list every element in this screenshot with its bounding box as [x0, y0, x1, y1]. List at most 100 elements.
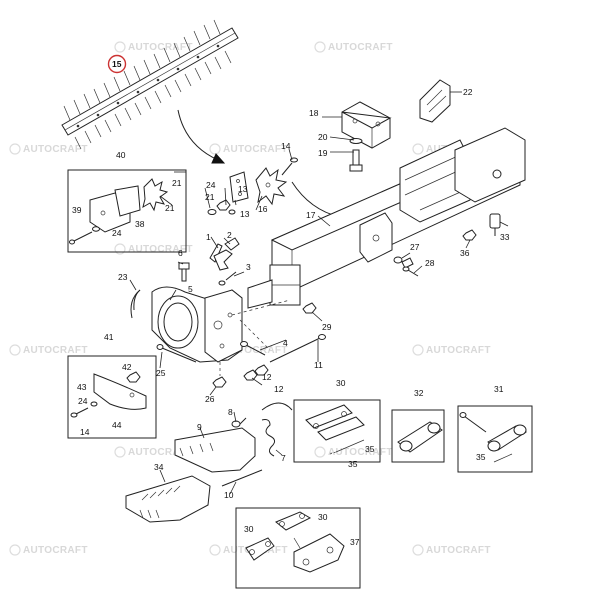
callout-30-box37a[interactable]: 30 [244, 524, 254, 534]
nut-42[interactable] [126, 371, 141, 383]
callout-35-box31[interactable]: 35 [476, 452, 486, 462]
chain-link-31[interactable] [487, 424, 527, 452]
callout-16[interactable]: 16 [258, 204, 268, 214]
nut-12b[interactable] [254, 364, 269, 376]
callout-29[interactable]: 29 [322, 322, 332, 332]
callout-12b[interactable]: 12 [274, 384, 284, 394]
guard-plate-44[interactable] [93, 373, 147, 410]
callout-4[interactable]: 4 [283, 338, 288, 348]
callout-13-small[interactable]: 13 [238, 184, 248, 194]
ring-23[interactable] [130, 289, 141, 319]
callout-5[interactable]: 5 [188, 284, 193, 294]
callout-21-side[interactable]: 21 [165, 203, 175, 213]
nut-29[interactable] [302, 302, 317, 314]
callout-35-box30[interactable]: 35 [348, 459, 358, 469]
cutter-bar-assembly[interactable] [61, 19, 239, 150]
callout-33[interactable]: 33 [500, 232, 510, 242]
bolt-11[interactable] [269, 334, 326, 363]
callout-44[interactable]: 44 [112, 420, 122, 430]
upper-bracket-18[interactable] [341, 101, 392, 149]
callout-20[interactable]: 20 [318, 132, 328, 142]
bolt-25[interactable] [156, 344, 197, 363]
lever-2[interactable] [224, 237, 240, 251]
chain-link-30[interactable] [305, 404, 365, 441]
callout-9[interactable]: 9 [197, 422, 202, 432]
callout-43[interactable]: 43 [77, 382, 87, 392]
pin-3[interactable] [218, 271, 237, 286]
callout-27[interactable]: 27 [410, 242, 420, 252]
bolt-8[interactable] [231, 417, 247, 428]
callout-34[interactable]: 34 [154, 462, 164, 472]
cotter-35b[interactable] [493, 453, 513, 463]
callout-11[interactable]: 11 [314, 360, 323, 370]
rod-10[interactable] [221, 469, 263, 487]
bracket-22[interactable] [419, 79, 451, 123]
callout-18[interactable]: 18 [309, 108, 319, 118]
callout-17[interactable]: 17 [306, 210, 316, 220]
callout-39[interactable]: 39 [72, 205, 82, 215]
callout-21-box[interactable]: 21 [172, 178, 182, 188]
callout-35-box30-right[interactable]: 35 [365, 444, 375, 454]
callout-25[interactable]: 25 [156, 368, 166, 378]
callout-21-top[interactable]: 21 [205, 192, 215, 202]
callout-12a[interactable]: 12 [262, 372, 272, 382]
bolt-4[interactable] [240, 341, 266, 356]
guard-13[interactable] [229, 171, 249, 203]
callout-26[interactable]: 26 [205, 394, 215, 404]
callout-37[interactable]: 37 [350, 537, 360, 547]
washer-24-top[interactable] [207, 209, 217, 215]
callout-10[interactable]: 10 [224, 490, 234, 500]
chain-link-30b[interactable] [275, 511, 312, 531]
nut-26[interactable] [212, 376, 227, 388]
callout-38[interactable]: 38 [135, 219, 145, 229]
knife-section-16[interactable] [255, 167, 288, 206]
cotter-pin-35[interactable] [329, 439, 365, 455]
washer-20[interactable] [349, 138, 363, 144]
connector-link-32[interactable] [397, 421, 443, 453]
washer-24-box[interactable] [92, 226, 100, 232]
callout-14-top[interactable]: 14 [281, 141, 291, 151]
bolt-19[interactable] [349, 149, 363, 172]
skid-shoe-34[interactable] [125, 475, 211, 523]
bolt-28[interactable] [402, 266, 419, 277]
callout-24-box41[interactable]: 24 [78, 396, 88, 406]
callout-22[interactable]: 22 [463, 87, 473, 97]
callout-7[interactable]: 7 [281, 453, 286, 463]
callout-23[interactable]: 23 [118, 272, 128, 282]
chain-link-30c[interactable] [245, 537, 275, 561]
skid-shoe-9[interactable] [174, 427, 256, 473]
main-frame-17[interactable] [247, 127, 526, 309]
nut-36[interactable] [462, 229, 477, 241]
callout-24-top[interactable]: 24 [206, 180, 216, 190]
mount-housing-5[interactable] [151, 286, 243, 363]
callout-42[interactable]: 42 [122, 362, 132, 372]
callout-31[interactable]: 31 [494, 384, 504, 394]
nut-21-top[interactable] [216, 199, 231, 211]
callout-30-box[interactable]: 30 [336, 378, 346, 388]
callout-19[interactable]: 19 [318, 148, 328, 158]
callout-15[interactable]: 15 [112, 59, 122, 69]
bolt-14-top[interactable] [281, 157, 298, 176]
drive-link-37[interactable] [293, 533, 345, 573]
washer-43[interactable] [90, 401, 98, 407]
callout-13[interactable]: 13 [240, 209, 250, 219]
bolt-6[interactable] [178, 262, 190, 282]
bolt-39[interactable] [69, 231, 93, 245]
nut-12a[interactable] [243, 369, 258, 381]
callout-40[interactable]: 40 [116, 150, 126, 160]
callout-14-box[interactable]: 14 [80, 427, 90, 437]
callout-30-box37b[interactable]: 30 [318, 512, 328, 522]
handle-1[interactable] [209, 243, 233, 271]
callout-2[interactable]: 2 [227, 230, 232, 240]
callout-32[interactable]: 32 [414, 388, 424, 398]
bolt-27[interactable] [393, 256, 414, 269]
pin-31[interactable] [459, 412, 487, 433]
callout-3[interactable]: 3 [246, 262, 251, 272]
spring-7[interactable] [261, 402, 293, 457]
callout-28[interactable]: 28 [425, 258, 435, 268]
washer-13-small[interactable] [228, 209, 236, 215]
callout-1[interactable]: 1 [206, 232, 211, 242]
callout-41[interactable]: 41 [104, 332, 114, 342]
knife-21-box[interactable] [142, 178, 169, 212]
bolt-33[interactable] [489, 213, 501, 236]
